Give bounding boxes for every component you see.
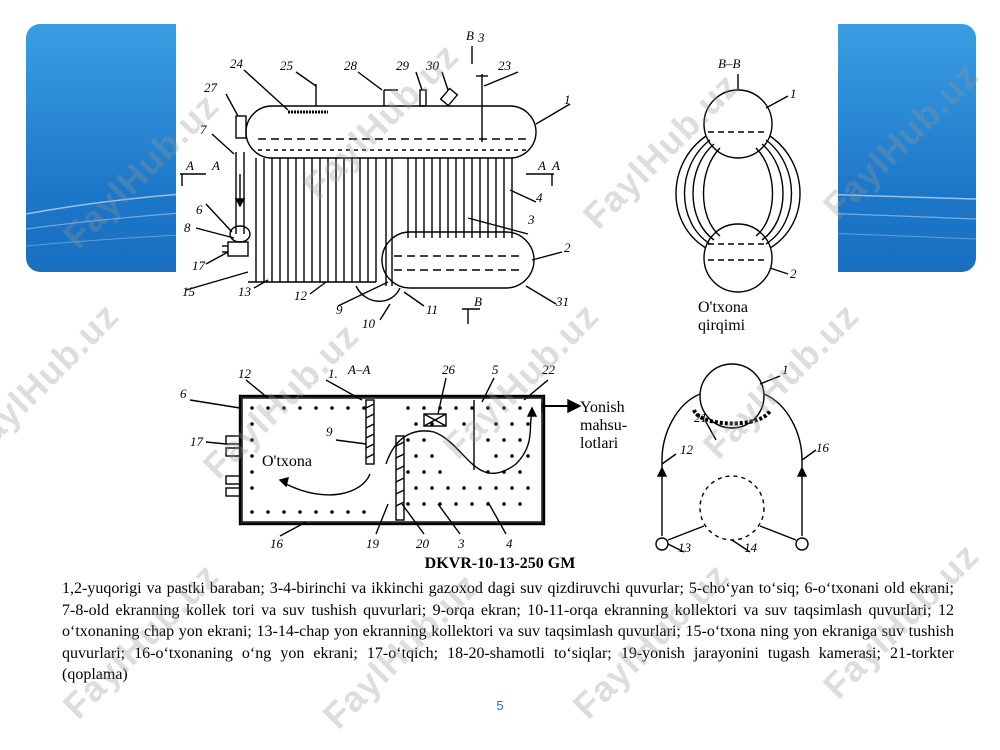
label-1-partial: 1. (328, 366, 338, 381)
label-31: 31 (555, 294, 569, 309)
label-26: 26 (442, 362, 456, 377)
label-3-plan: 3 (457, 536, 465, 551)
tube-dots (250, 406, 530, 514)
lower-drum (381, 231, 535, 289)
label-furnace-section-2: qirqimi (698, 317, 746, 334)
cross-upper-drum (699, 363, 765, 429)
label-section-a-right2: A (551, 158, 560, 173)
label-furnace: O'txona (262, 453, 312, 470)
furnace-tube-bank (255, 158, 377, 282)
label-7: 7 (200, 122, 207, 137)
label-14: 14 (744, 540, 758, 554)
label-24: 24 (230, 56, 244, 71)
label-view-a-a: A–A (347, 362, 370, 377)
section-upper-drum (703, 89, 773, 159)
label-flue-3: lotlari (580, 435, 619, 452)
label-25: 25 (280, 58, 294, 73)
label-22: 22 (542, 362, 556, 377)
label-9: 9 (336, 302, 343, 317)
diagram-panel (176, 24, 838, 554)
label-2-section: 2 (790, 266, 797, 281)
label-6: 6 (196, 202, 203, 217)
section-lower-drum (703, 223, 773, 293)
rear-screen-wall (365, 399, 375, 465)
label-17-plan: 17 (190, 434, 204, 449)
furnace-plan-outline (241, 397, 543, 523)
label-23: 23 (498, 58, 512, 73)
label-2: 2 (564, 240, 571, 255)
label-11: 11 (426, 302, 438, 317)
label-1: 1 (564, 92, 571, 107)
label-section-b-top: B (466, 28, 474, 43)
label-16-cross: 16 (816, 440, 830, 455)
label-28: 28 (344, 58, 358, 73)
label-flue-1: Yonish (580, 399, 625, 416)
label-1-cross: 1 (782, 362, 789, 377)
label-furnace-section-1: O'txona (698, 299, 748, 316)
label-section-a-left: A (185, 158, 194, 173)
label-30: 30 (425, 58, 440, 73)
label-15: 15 (182, 284, 196, 299)
convection-tube-bank (407, 158, 513, 238)
label-section-b-bottom: B (474, 294, 482, 309)
label-view-b-b: B–B (718, 56, 740, 71)
label-section-a-left2: A (211, 158, 220, 173)
label-4: 4 (536, 190, 543, 205)
label-flue-2: mahsu- (580, 417, 627, 434)
label-5: 5 (492, 362, 499, 377)
watermark: FaylHub.uz (0, 294, 127, 467)
diagram-caption: 1,2-yuqorigi va pastki baraban; 3-4-biri… (62, 580, 954, 683)
diagram-title: DKVR-10-13-250 GM (424, 555, 576, 572)
label-21: 21 (694, 410, 707, 425)
label-12-plan: 12 (238, 366, 252, 381)
label-17: 17 (192, 258, 206, 273)
label-4-plan: 4 (506, 536, 513, 551)
label-20: 20 (416, 536, 430, 551)
label-3-top: 3 (477, 30, 485, 45)
label-29: 29 (396, 58, 410, 73)
label-13: 13 (238, 284, 252, 299)
label-12: 12 (294, 288, 308, 303)
section-tube-loops (675, 135, 801, 249)
cross-side-screens (661, 393, 803, 536)
label-19: 19 (366, 536, 380, 551)
label-12-cross: 12 (680, 442, 694, 457)
label-8: 8 (184, 220, 191, 235)
page-number: 5 (496, 698, 504, 713)
cross-lower-collector (699, 475, 765, 541)
label-10: 10 (362, 316, 376, 331)
label-1-section: 1 (790, 86, 797, 101)
boiler-diagram: 24 25 28 29 30 23 B 3 1 27 7 A A A A 6 8… (180, 28, 830, 554)
label-27: 27 (204, 80, 218, 95)
label-16-plan: 16 (270, 536, 284, 551)
label-3: 3 (527, 212, 535, 227)
label-6-plan: 6 (180, 386, 187, 401)
label-section-a-right: A (537, 158, 546, 173)
label-13-cross: 13 (678, 540, 692, 554)
label-9-plan: 9 (326, 424, 333, 439)
